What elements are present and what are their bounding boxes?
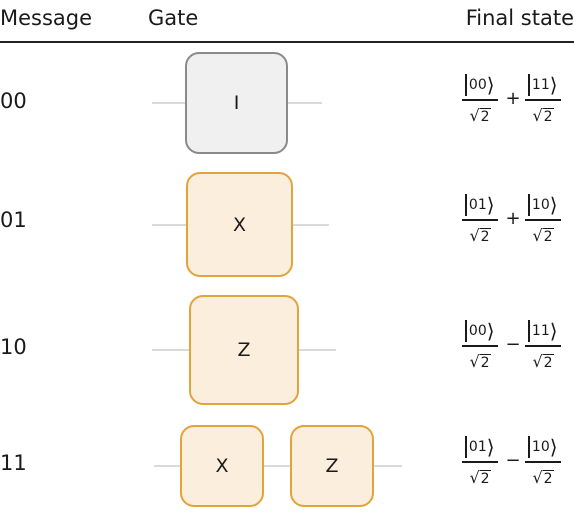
message-10: 10 — [0, 335, 27, 359]
state-term-b: 10⟩ √2 — [525, 192, 561, 249]
final-state-10: 00⟩ √2 − 11⟩ √2 — [462, 318, 566, 378]
state-term-b: 10⟩ √2 — [525, 434, 561, 491]
x-gate: X — [186, 172, 293, 277]
final-state-00: 00⟩ √2 + 11⟩ √2 — [462, 72, 566, 132]
identity-gate: I — [185, 52, 288, 154]
state-operator: − — [505, 450, 521, 471]
ket-bits: 00 — [468, 323, 487, 339]
state-term-a: 00⟩ √2 — [462, 72, 498, 129]
ket-bits: 10 — [531, 197, 550, 213]
state-term-b: 11⟩ √2 — [525, 72, 561, 129]
message-11: 11 — [0, 451, 27, 475]
message-01: 01 — [0, 208, 27, 232]
message-00: 00 — [0, 89, 27, 113]
state-term-a: 01⟩ √2 — [462, 434, 498, 491]
ket-bits: 01 — [468, 439, 487, 455]
state-operator: + — [505, 88, 521, 109]
z-gate: Z — [189, 295, 299, 405]
final-state-01: 01⟩ √2 + 10⟩ √2 — [462, 192, 566, 252]
ket-bits: 01 — [468, 197, 487, 213]
ket-bits: 10 — [531, 439, 550, 455]
header-divider — [0, 41, 574, 43]
final-state-11: 01⟩ √2 − 10⟩ √2 — [462, 434, 566, 494]
z-gate: Z — [290, 425, 374, 507]
ket-bits: 11 — [531, 77, 550, 93]
state-term-b: 11⟩ √2 — [525, 318, 561, 375]
wire-row-11 — [154, 465, 402, 467]
header-final-state: Final state — [465, 6, 574, 30]
state-term-a: 01⟩ √2 — [462, 192, 498, 249]
ket-bits: 11 — [531, 323, 550, 339]
state-term-a: 00⟩ √2 — [462, 318, 498, 375]
x-gate: X — [180, 425, 264, 507]
ket-bits: 00 — [468, 77, 487, 93]
state-operator: + — [505, 208, 521, 229]
header-gate: Gate — [148, 6, 199, 30]
header-message: Message — [0, 6, 93, 30]
state-operator: − — [505, 334, 521, 355]
